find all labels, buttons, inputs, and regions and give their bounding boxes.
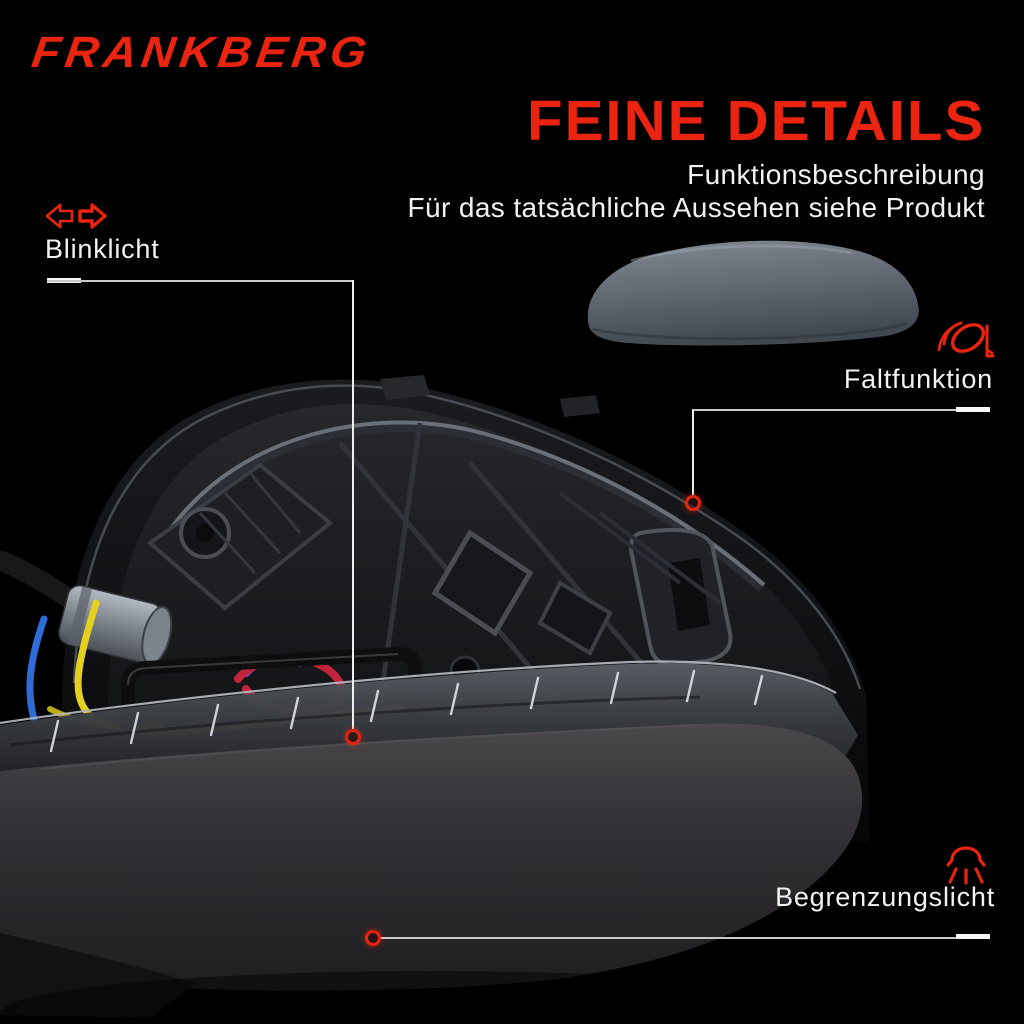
begrenzungslicht-pointer-dot [365,930,381,946]
turn-signal-arrows-icon [45,201,107,236]
subtitle-line-1: Funktionsbeschreibung [687,159,985,190]
brand-logo: FRANKBERG [28,26,375,77]
begrenzungslicht-label: Begrenzungslicht [775,882,995,912]
blinklicht-label: Blinklicht [45,234,160,264]
mirror-cap-photo [587,240,919,346]
faltfunktion-line-horizontal [692,409,990,411]
mirror-assembly-photo [0,375,870,1018]
faltfunktion-line-vertical [692,410,694,495]
page-title: FEINE DETAILS [526,89,985,153]
faltfunktion-label: Faltfunktion [843,364,993,394]
mirror-internal-mechanism [146,375,733,705]
begrenzungslicht-line-horizontal [381,937,990,939]
subtitle-line-2: Für das tatsächliche Aussehen siehe Prod… [407,192,985,223]
blinklicht-line-vertical [352,280,354,729]
blinklicht-pointer-dot [345,729,361,745]
subtitle: Funktionsbeschreibung Für das tatsächlic… [407,158,985,224]
position-light-icon [941,836,991,891]
mirror-lower-housing [0,723,863,1018]
faltfunktion-pointer-dot [685,495,701,511]
begrenzungslicht-line-end [956,934,990,939]
blinklicht-line-horizontal [47,280,354,282]
mirror-fold-icon [927,314,997,371]
faltfunktion-line-end [956,407,990,412]
